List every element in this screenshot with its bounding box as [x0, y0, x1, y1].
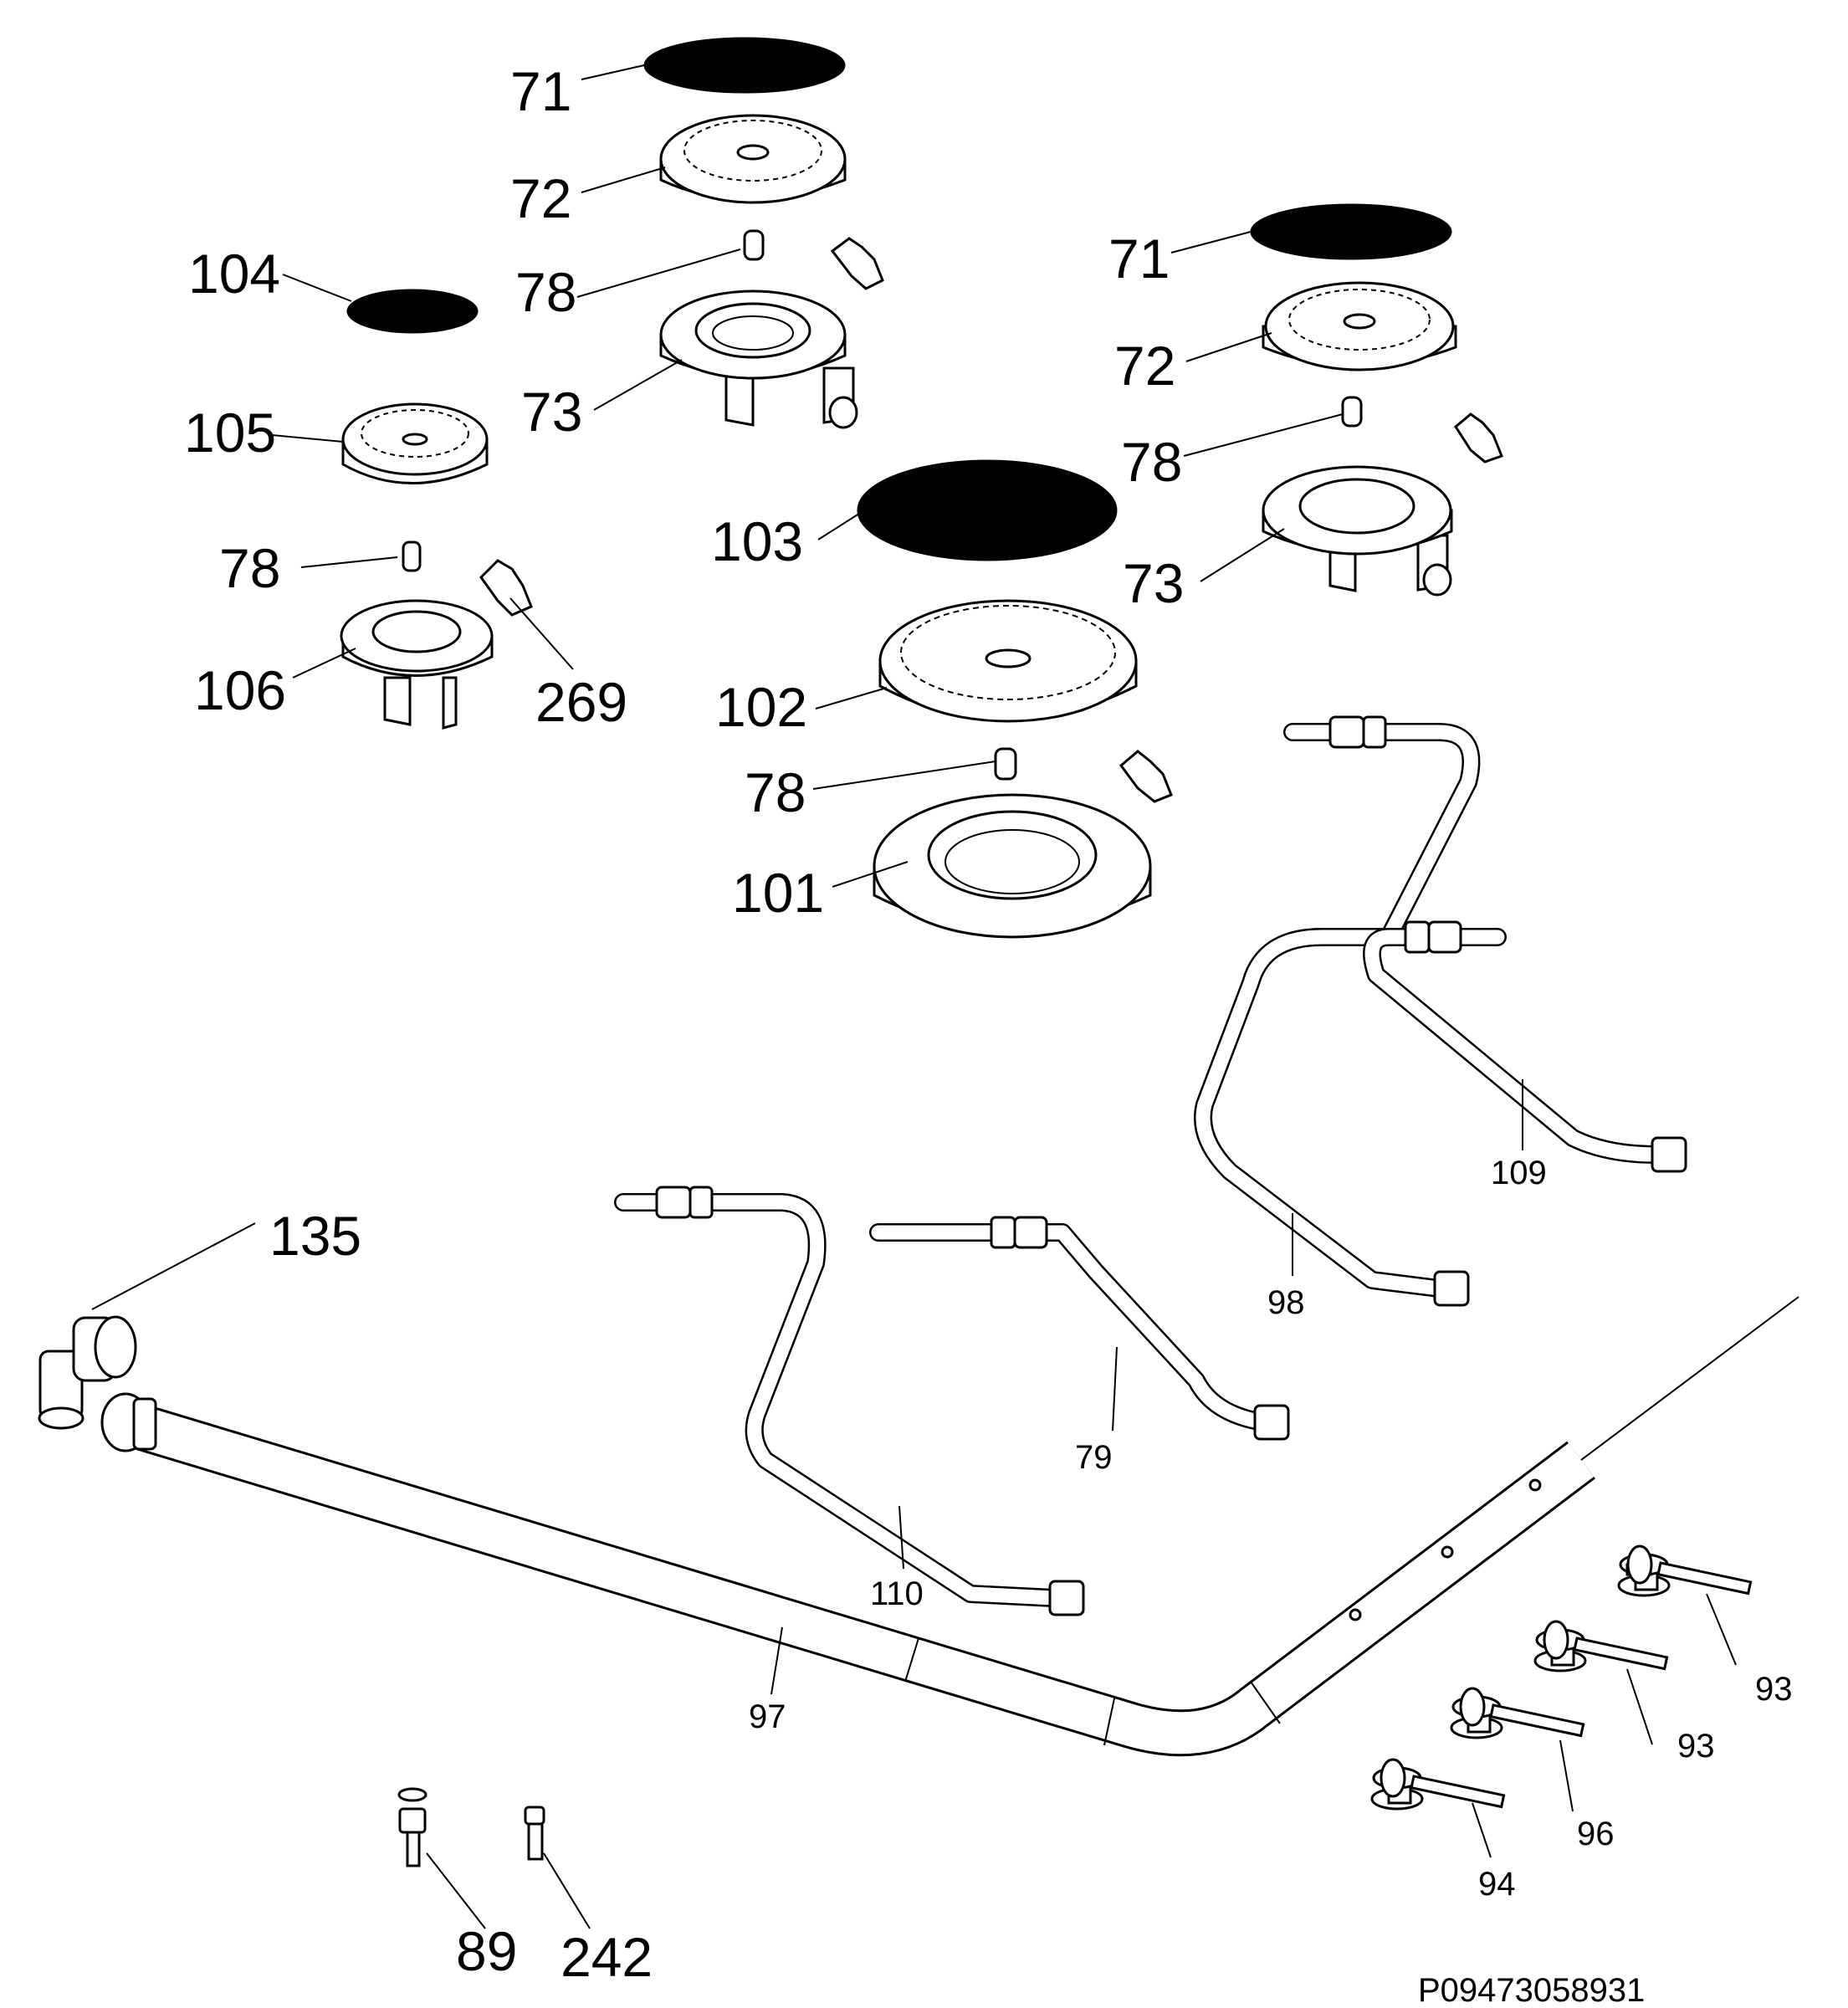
label-110: 110	[870, 1575, 924, 1612]
gas-pipe-109	[1363, 920, 1687, 1173]
gas-pipe-110	[614, 1186, 1085, 1616]
label-94: 94	[1478, 1866, 1516, 1903]
label-73-top: 73	[521, 381, 582, 443]
burner-set-right	[1250, 203, 1503, 597]
label-103: 103	[711, 510, 803, 572]
gas-pipe-79	[869, 1216, 1290, 1441]
burner-crown-72-right	[1262, 281, 1457, 371]
leader-lines	[91, 64, 1737, 1929]
gas-pipe-98	[1194, 715, 1481, 1307]
burner-crown-72-top	[659, 114, 847, 204]
label-72-right: 72	[1114, 335, 1175, 397]
label-269: 269	[535, 671, 627, 733]
burner-crown-102	[878, 599, 1138, 723]
injector-242	[524, 1806, 545, 1861]
main-manifold-pipe-97	[100, 1296, 1799, 1757]
injector-78-large	[994, 747, 1017, 781]
elbow-connector-135	[38, 1315, 137, 1430]
label-78-large: 78	[745, 761, 806, 823]
burner-base-106	[340, 599, 494, 730]
burner-set-top-middle	[643, 37, 884, 429]
label-101: 101	[732, 862, 824, 924]
label-105: 105	[184, 402, 276, 464]
burner-cap-71-right	[1250, 203, 1452, 260]
burner-base-73-right	[1262, 465, 1453, 597]
label-98: 98	[1267, 1284, 1305, 1321]
label-79: 79	[1075, 1439, 1113, 1476]
label-102: 102	[715, 676, 807, 738]
label-89: 89	[456, 1920, 517, 1982]
label-109: 109	[1491, 1155, 1547, 1191]
label-242: 242	[561, 1926, 653, 1988]
label-73-right: 73	[1123, 552, 1184, 614]
burner-base-73-top	[659, 289, 858, 429]
label-71-top: 71	[510, 60, 571, 122]
thermocouple-clip-right	[1454, 412, 1503, 464]
burner-cap-103	[857, 459, 1118, 561]
injector-78-right	[1341, 396, 1363, 428]
burner-set-left	[340, 289, 533, 730]
label-104: 104	[188, 243, 280, 305]
label-78-top: 78	[515, 261, 576, 323]
label-97: 97	[749, 1698, 786, 1735]
gas-tap-96	[1450, 1687, 1585, 1739]
injector-78-top	[743, 229, 765, 261]
label-93-b: 93	[1677, 1728, 1715, 1765]
injector-78-left	[402, 540, 422, 572]
label-135: 135	[269, 1205, 361, 1267]
burner-base-101	[873, 793, 1152, 939]
label-96: 96	[1577, 1816, 1615, 1852]
burner-cap-71-top	[643, 37, 846, 94]
gas-tap-94	[1370, 1758, 1506, 1811]
label-72-top: 72	[510, 167, 571, 229]
part-labels: 71 72 78 73 104 105 78 106 269 71 72 78 …	[184, 60, 1793, 2008]
label-106: 106	[194, 659, 286, 721]
burner-crown-105	[341, 402, 489, 484]
thermocouple-clip-top-middle	[830, 237, 884, 290]
burner-cap-104	[346, 289, 479, 334]
burner-set-large	[857, 459, 1173, 939]
thermocouple-clip-large	[1119, 750, 1173, 803]
thermocouple-clip-269	[479, 559, 533, 617]
label-78-right: 78	[1121, 431, 1182, 493]
label-93-a: 93	[1755, 1671, 1793, 1708]
drawing-code: P09473058931	[1418, 1972, 1645, 2008]
label-78-left: 78	[219, 537, 280, 599]
gas-tap-93-b	[1533, 1620, 1669, 1672]
label-71-right: 71	[1108, 228, 1170, 289]
gas-tap-93-a	[1617, 1544, 1753, 1597]
injector-89	[397, 1787, 427, 1867]
